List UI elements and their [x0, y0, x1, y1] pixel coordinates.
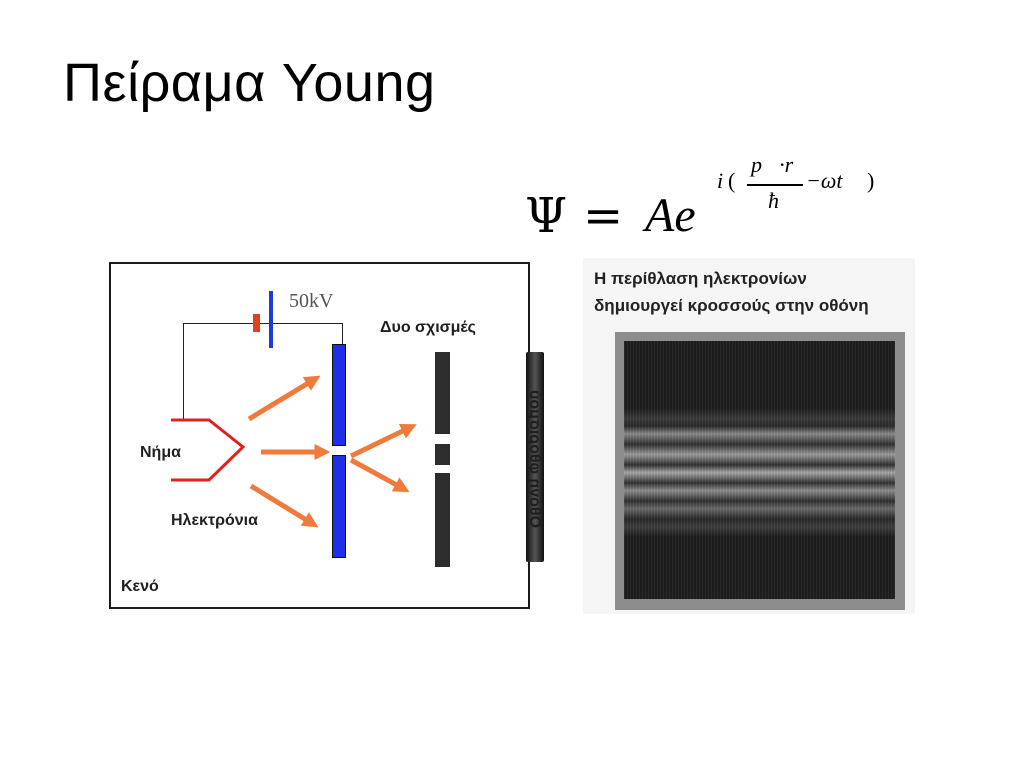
- formula-exp-rest: −ωt: [806, 168, 843, 193]
- diffraction-image-frame: [615, 332, 905, 610]
- formula-fraction-bar: [747, 184, 803, 186]
- diffraction-caption: Η περίθλαση ηλεκτρονίων δημιουργεί κροσσ…: [594, 265, 869, 319]
- electron-arrow: [349, 457, 410, 493]
- electrons-label: Ηλεκτρόνια: [171, 512, 258, 529]
- electron-arrow: [249, 483, 319, 528]
- circuit-wire: [183, 323, 343, 324]
- fringe-noise-overlay: [624, 341, 895, 599]
- battery-positive-terminal: [269, 291, 273, 348]
- formula-exp-lparen: (: [728, 168, 736, 193]
- diffraction-caption-line1: Η περίθλαση ηλεκτρονίων: [594, 269, 807, 288]
- apparatus-diagram: 50kV Νήμα Ηλεκτρόνια Κενό Δυο σχισμές Οθ…: [109, 262, 544, 609]
- accelerating-plate-top: [332, 344, 346, 446]
- formula-equals: =: [583, 188, 624, 244]
- wavefunction-formula: Ψ = Ae i ( p⃗·r⃗ ħ −ωt ): [525, 146, 925, 246]
- circuit-wire: [183, 323, 184, 420]
- formula-exp-denominator: ħ: [768, 188, 779, 213]
- formula-exp-rparen: ): [867, 168, 875, 193]
- slits-label: Δυο σχισμές: [380, 319, 476, 336]
- battery-negative-terminal: [253, 314, 260, 332]
- formula-exp-numerator: p⃗·r⃗: [751, 152, 811, 177]
- formula-amplitude: Ae: [645, 189, 696, 242]
- double-slit-barrier-middle: [435, 444, 450, 465]
- title-word-experiment: Πείραμα: [63, 53, 266, 113]
- electron-arrows: [247, 375, 417, 528]
- formula-exp-i: i: [717, 168, 724, 193]
- double-slit-barrier-top: [435, 352, 450, 434]
- electron-arrow: [349, 423, 417, 459]
- filament-label: Νήμα: [140, 444, 181, 461]
- formula-psi: Ψ: [525, 188, 568, 244]
- vacuum-label: Κενό: [121, 578, 159, 595]
- diffraction-fringe-image: [624, 341, 895, 599]
- electron-arrow: [247, 375, 321, 422]
- filament-icon: [171, 418, 246, 482]
- double-slit-barrier-bottom: [435, 473, 450, 567]
- circuit-wire: [342, 323, 343, 345]
- diffraction-panel: Η περίθλαση ηλεκτρονίων δημιουργεί κροσσ…: [583, 258, 915, 614]
- title-word-young: Young: [281, 53, 436, 113]
- voltage-label: 50kV: [289, 290, 334, 312]
- accelerating-plate-bottom: [332, 455, 346, 558]
- diffraction-caption-line2: δημιουργεί κροσσούς στην οθόνη: [594, 296, 869, 315]
- fluorescent-screen: [526, 352, 544, 562]
